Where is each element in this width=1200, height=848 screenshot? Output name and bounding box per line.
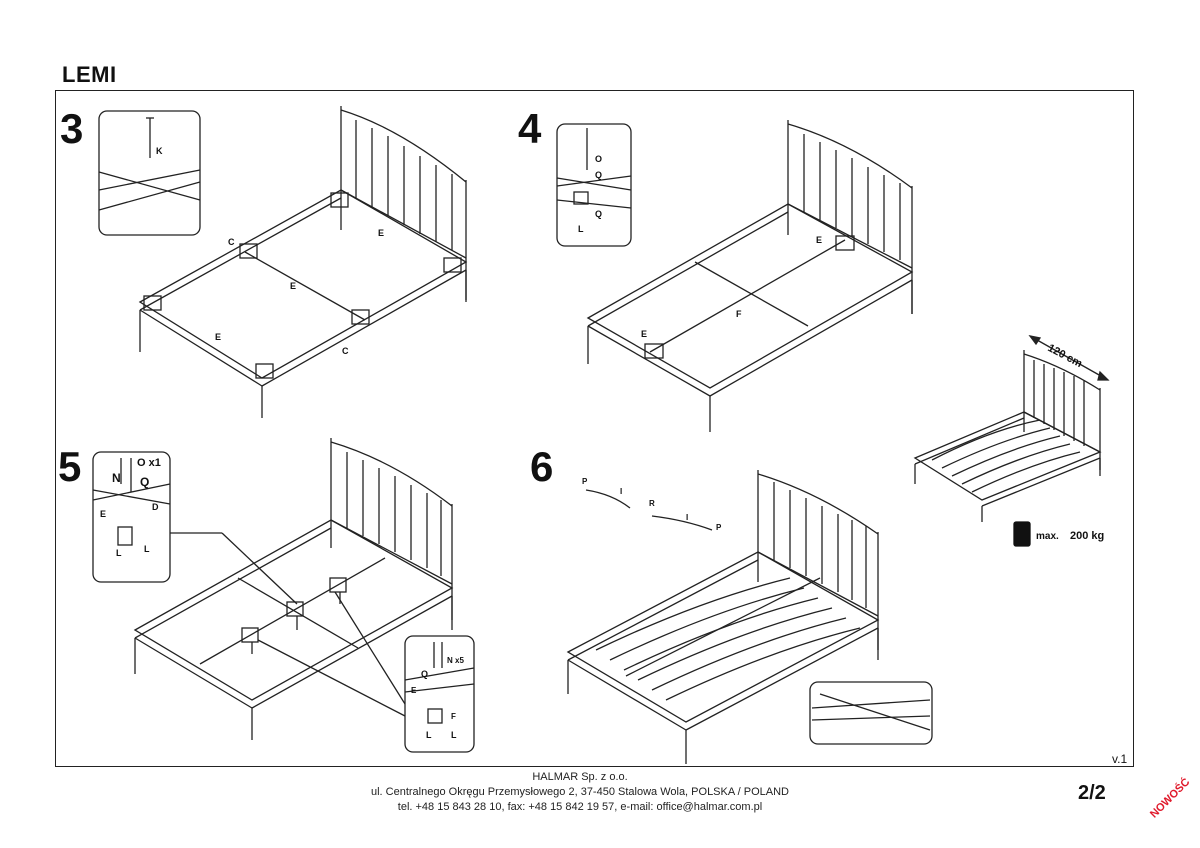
max-load-value: 200 kg: [1070, 530, 1104, 542]
label-e: E: [378, 228, 384, 238]
step6-bed-drawing: [566, 470, 933, 764]
weight-icon: [1013, 521, 1031, 547]
label-c: C: [342, 346, 349, 356]
footer: HALMAR Sp. z o.o. ul. Centralnego Okręgu…: [330, 770, 830, 815]
label-e: E: [290, 281, 296, 291]
spec-bed-drawing: [913, 335, 1110, 522]
label-q: Q: [595, 209, 602, 219]
label-o: O: [595, 154, 602, 164]
label-r: R: [649, 499, 655, 508]
label-l: L: [144, 544, 150, 554]
step-number-3: 3: [60, 105, 84, 152]
label-p: P: [582, 477, 588, 486]
label-e: E: [100, 509, 106, 519]
label-i: I: [686, 513, 688, 522]
footer-company: HALMAR Sp. z o.o.: [532, 771, 628, 783]
label-f: F: [451, 712, 456, 721]
step-number-6: 6: [530, 443, 554, 490]
label-o-x1: O x1: [137, 457, 161, 469]
footer-address: ul. Centralnego Okręgu Przemysłowego 2, …: [370, 786, 789, 798]
label-q: Q: [421, 669, 428, 679]
document-title: LEMI: [62, 62, 117, 87]
label-e: E: [411, 686, 417, 695]
label-n-x5: N x5: [447, 656, 464, 665]
width-dimension: 120 cm: [1046, 342, 1085, 370]
step4-bed-drawing: [556, 120, 914, 432]
label-n: N: [112, 471, 121, 485]
max-label: max.: [1036, 531, 1059, 542]
label-c: C: [228, 237, 235, 247]
label-l: L: [451, 730, 457, 740]
instruction-frame: [55, 90, 1134, 767]
label-e: E: [641, 329, 647, 339]
label-l: L: [116, 548, 122, 558]
label-e: E: [215, 332, 221, 342]
footer-contact: tel. +48 15 843 28 10, fax: +48 15 842 1…: [397, 801, 763, 813]
label-p: P: [716, 523, 722, 532]
label-e: E: [816, 235, 822, 245]
label-f: F: [736, 309, 742, 319]
page-number: 2/2: [1078, 782, 1106, 804]
step3-bed-drawing: [98, 106, 468, 418]
label-d: D: [152, 502, 159, 512]
label-i: I: [620, 487, 622, 496]
label-k: K: [156, 146, 163, 156]
step-number-5: 5: [58, 443, 82, 490]
label-q: Q: [595, 170, 602, 180]
step-number-4: 4: [518, 105, 542, 152]
label-l: L: [578, 224, 584, 234]
step5-bed-drawing: [92, 438, 475, 753]
label-l: L: [426, 730, 432, 740]
label-q: Q: [140, 475, 149, 489]
version-label: v.1: [1112, 752, 1128, 766]
